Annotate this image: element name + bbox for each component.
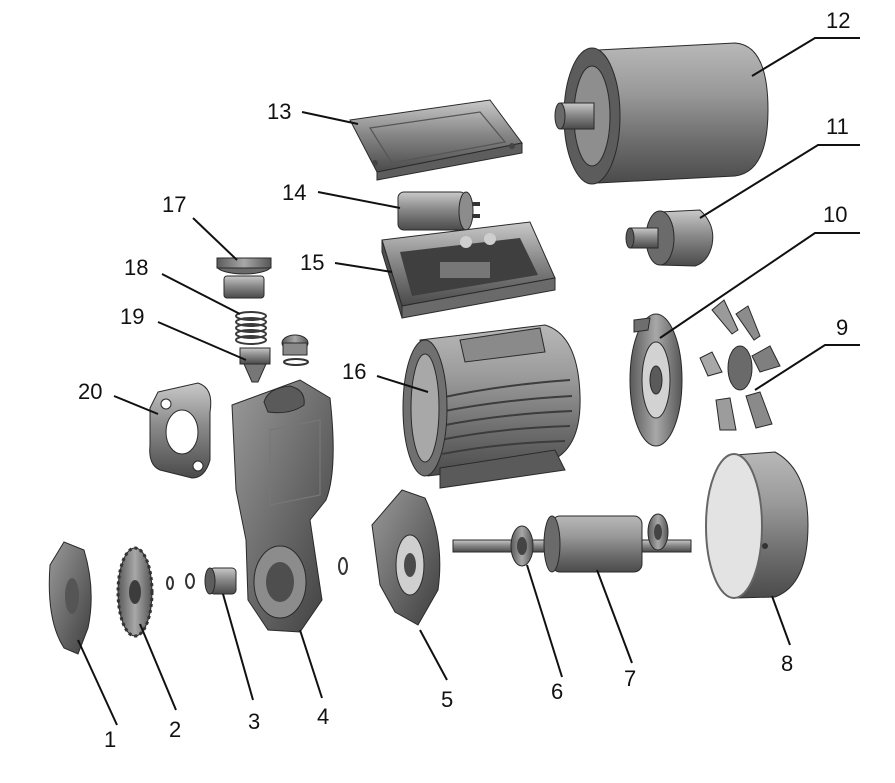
callout-2: 2	[139, 623, 181, 742]
part-pump-body	[231, 379, 334, 633]
callout-4: 4	[299, 629, 329, 729]
part-priming-plug	[216, 257, 272, 299]
callout-9: 9	[754, 315, 860, 391]
callout-11: 11	[699, 114, 860, 219]
callout-12: 12	[751, 8, 860, 77]
callout-18: 18	[124, 255, 241, 315]
callout-label: 13	[267, 99, 291, 124]
callout-10: 10	[659, 202, 860, 339]
callout-label: 18	[124, 255, 148, 280]
part-flange-gasket	[149, 382, 212, 479]
part-bearing-right	[647, 513, 669, 551]
callout-6: 6	[526, 564, 563, 704]
callout-label: 2	[169, 717, 181, 742]
callout-5: 5	[419, 629, 453, 712]
callout-label: 10	[823, 202, 847, 227]
part-capacitor	[397, 191, 480, 231]
callout-label: 4	[317, 704, 329, 729]
callout-label: 6	[551, 679, 563, 704]
part-spring	[235, 311, 267, 345]
part-pressure-tank	[554, 42, 769, 185]
callout-label: 20	[78, 379, 102, 404]
part-terminal-box-base	[381, 221, 556, 319]
callout-label: 3	[248, 709, 260, 734]
callout-label: 16	[342, 359, 366, 384]
callout-label: 5	[441, 687, 453, 712]
callout-19: 19	[120, 304, 247, 361]
callout-14: 14	[282, 180, 401, 209]
part-bearing-left	[510, 525, 534, 567]
callout-8: 8	[771, 595, 793, 676]
callout-1: 1	[77, 639, 118, 752]
callout-label: 9	[836, 315, 848, 340]
callout-label: 11	[826, 114, 849, 139]
callout-15: 15	[300, 250, 393, 275]
part-check-valve	[239, 334, 309, 383]
callout-label: 7	[624, 666, 636, 691]
part-motor-housing	[402, 324, 581, 489]
callout-label: 14	[282, 180, 306, 205]
part-impeller	[116, 546, 154, 638]
callout-label: 17	[162, 192, 186, 217]
callout-label: 19	[120, 304, 144, 329]
callout-label: 15	[300, 250, 324, 275]
part-front-end-cover	[371, 489, 441, 626]
part-cooling-fan	[699, 299, 781, 431]
callout-16: 16	[342, 359, 429, 393]
callout-label: 1	[104, 727, 116, 752]
part-terminal-box-lid	[349, 99, 523, 181]
callout-label: 8	[781, 651, 793, 676]
part-pump-cover	[48, 541, 92, 655]
part-rear-end-cover	[629, 313, 683, 447]
callout-7: 7	[596, 569, 636, 691]
callout-label: 12	[826, 8, 850, 33]
callout-13: 13	[267, 99, 359, 125]
callout-3: 3	[222, 593, 260, 734]
part-fan-cover-ring	[705, 451, 809, 599]
part-mechanical-seal	[166, 557, 348, 595]
callout-17: 17	[162, 192, 238, 261]
part-pressure-sensor	[625, 209, 714, 267]
callout-20: 20	[78, 379, 159, 415]
